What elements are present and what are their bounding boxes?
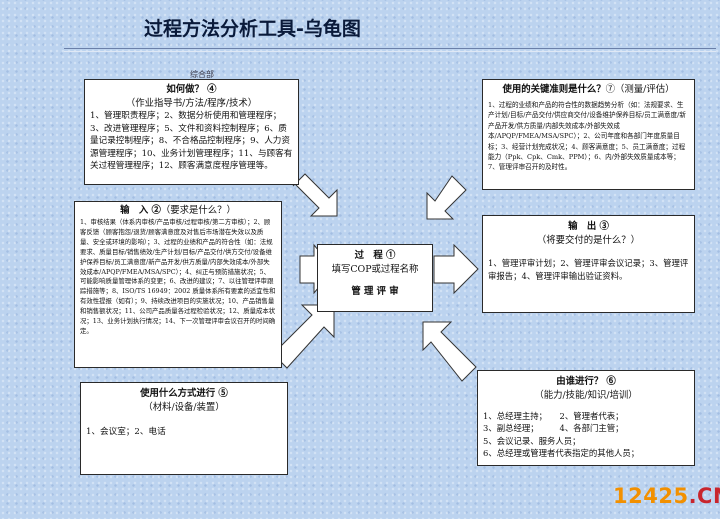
input-heading-tail: （要求是什么？） bbox=[160, 205, 236, 216]
process-subheading: 填写COP或过程名称 bbox=[331, 264, 419, 275]
process-heading: 过 程 ① bbox=[354, 250, 396, 261]
watermark-number: 12425 bbox=[613, 484, 689, 508]
how-subheading: （作业指导书/方法/程序/技术） bbox=[125, 98, 258, 109]
output-heading: 输 出 ③ bbox=[568, 221, 609, 232]
input-box: 输 入 ②（要求是什么？） 1、审核结果（体系内审核/产品审核/过程审核/第二方… bbox=[74, 201, 282, 368]
input-body: 1、审核结果（体系内审核/产品审核/过程审核/第二方审核）；2、顾客反馈（顾客抱… bbox=[80, 218, 276, 335]
arrow-withwhat-to-process bbox=[272, 304, 335, 369]
input-heading-main: 输 入 ② bbox=[120, 205, 161, 216]
output-subheading: （将要交付的是什么？） bbox=[536, 235, 641, 246]
who-box: 由谁进行？ ⑥ （能力/技能/知识/培训） 1、总经理主持； 2、管理者代表； … bbox=[477, 370, 695, 466]
how-box: 如何做？ ④ （作业指导书/方法/程序/技术） 1、管理职责程序；2、数据分析使… bbox=[84, 79, 299, 185]
how-body: 1、管理职责程序；2、数据分析使用和管理程序；3、改进管理程序；5、文件和资料控… bbox=[90, 111, 293, 172]
with-what-body: 1、会议室；2、电话 bbox=[86, 427, 166, 437]
arrow-how-to-process bbox=[292, 173, 338, 217]
criteria-heading-tail: ⑦（测量/评估） bbox=[605, 84, 675, 95]
how-heading: 如何做？ ④ bbox=[166, 84, 217, 95]
criteria-box: 使用的关键准则是什么？⑦（测量/评估） 1、过程的业绩和产品的符合性的数据趋势分… bbox=[482, 79, 695, 190]
who-body: 1、总经理主持； 2、管理者代表； 3、副总经理； 4、各部门主管； 5、会议记… bbox=[478, 410, 694, 460]
criteria-heading-main: 使用的关键准则是什么？ bbox=[502, 84, 606, 95]
criteria-heading: 使用的关键准则是什么？⑦（测量/评估） bbox=[483, 83, 694, 97]
with-what-subheading: （材料/设备/装置） bbox=[143, 402, 225, 413]
who-heading: 由谁进行？ ⑥ bbox=[556, 376, 616, 387]
title-divider-highlight bbox=[64, 51, 716, 52]
process-name: 管 理 评 审 bbox=[351, 286, 399, 297]
output-box: 输 出 ③ （将要交付的是什么？） 1、管理评审计划；2、管理评审会议记录；3、… bbox=[482, 215, 695, 313]
org-tag: 综合部 bbox=[190, 70, 214, 79]
output-body: 1、管理评审计划；2、管理评审会议记录；3、管理评审报告；4、管理评审输出验证资… bbox=[488, 258, 689, 281]
arrow-criteria-to-process bbox=[426, 175, 467, 220]
criteria-body: 1、过程的业绩和产品的符合性的数据趋势分析（如：法规要求、生产计划/目标/产品交… bbox=[488, 101, 686, 172]
page-title: 过程方法分析工具-乌龟图 bbox=[144, 18, 361, 40]
site-watermark: 12425.CN bbox=[613, 484, 720, 508]
process-box: 过 程 ① 填写COP或过程名称 管 理 评 审 bbox=[317, 244, 433, 312]
arrow-process-to-output bbox=[433, 243, 479, 295]
input-heading: 输 入 ②（要求是什么？） bbox=[75, 204, 281, 218]
who-line: 6、总经理或管理者代表指定的其他人员； bbox=[483, 448, 640, 459]
title-divider bbox=[64, 48, 716, 49]
with-what-box: 使用什么方式进行 ⑤ （材料/设备/装置） 1、会议室；2、电话 bbox=[80, 382, 288, 475]
who-line: 3、副总经理； 4、各部门主管； bbox=[483, 423, 624, 434]
who-line: 5、会议记录、服务人员； bbox=[483, 435, 581, 446]
who-line: 1、总经理主持； 2、管理者代表； bbox=[483, 411, 624, 421]
watermark-domain: .CN bbox=[688, 484, 720, 508]
with-what-heading: 使用什么方式进行 ⑤ bbox=[140, 388, 228, 399]
who-subheading: （能力/技能/知识/培训） bbox=[534, 390, 638, 401]
arrow-who-to-process bbox=[422, 321, 477, 382]
